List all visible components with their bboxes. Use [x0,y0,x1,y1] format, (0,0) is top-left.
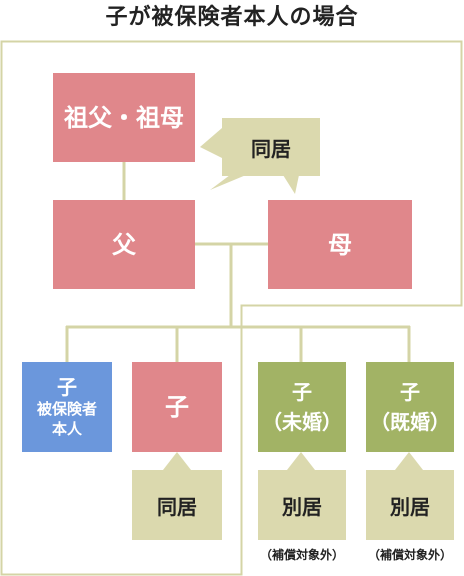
callout-separate-married-label: 別居 [390,494,430,519]
node-child-insured-main: 子 [57,375,77,399]
diagram-title: 子が被保険者本人の場合 [105,5,359,30]
node-mother-label: 母 [328,230,352,259]
cohabit-bubble-shape [200,118,320,194]
node-child-cohabit: 子 [132,362,222,452]
node-child-unmarried-line1: 子 [292,380,312,404]
pointer-separate-unmarried [287,452,315,470]
note-unmarried: （補償対象外） [259,548,344,562]
node-father: 父 [53,200,195,289]
node-child-married-line2: （既婚） [370,410,450,434]
node-child-insured-sub2: 本人 [51,420,82,438]
node-mother: 母 [268,200,412,289]
callout-cohabit-child-label: 同居 [157,494,197,519]
cohabit-callout-parents: 同居 [222,118,320,176]
pointer-separate-married [395,452,423,470]
node-child-insured-sub1: 被保険者 [36,400,97,418]
callout-separate-unmarried-label: 別居 [282,494,322,519]
node-father-label: 父 [112,230,136,259]
node-child-insured: 子 被保険者 本人 [22,362,112,452]
node-child-unmarried: 子 （未婚） [258,362,346,452]
household-boundary [0,40,463,576]
node-child-married-line1: 子 [400,380,420,404]
node-grandparents: 祖父・祖母 [53,73,195,162]
cohabit-callout-parents-label: 同居 [251,136,291,161]
node-child-unmarried-line2: （未婚） [262,410,342,434]
pointer-cohabit-child [163,452,191,470]
note-married: （補償対象外） [367,548,452,562]
node-child-cohabit-label: 子 [165,393,189,421]
callout-separate-married: 別居 [366,470,454,540]
node-child-married: 子 （既婚） [366,362,454,452]
node-grandparents-label: 祖父・祖母 [64,103,184,132]
callout-separate-unmarried: 別居 [258,470,346,540]
callout-cohabit-child: 同居 [132,470,222,540]
